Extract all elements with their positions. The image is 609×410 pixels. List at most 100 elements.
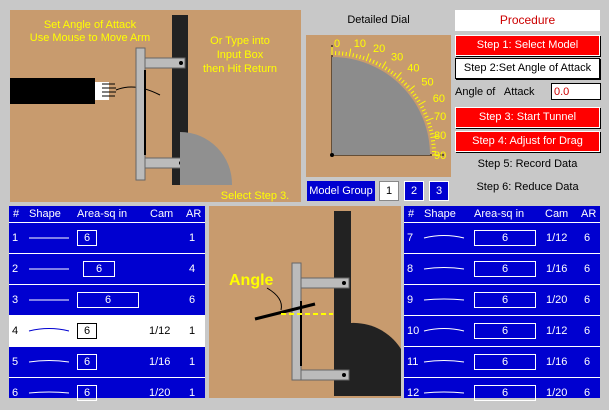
model-group-3-button[interactable]: 3 [429,181,449,201]
header-area: Area-sq in [474,208,525,220]
header-area: Area-sq in [77,208,128,220]
tunnel-apparatus[interactable] [10,10,301,202]
area-value: 6 [77,292,139,308]
dial-tick-label: 20 [373,43,385,55]
header-shape: Shape [29,208,61,220]
step3-start-tunnel-button[interactable]: Step 3: Start Tunnel [455,107,600,128]
table-row[interactable]: 7 6 1/12 6 [404,222,600,253]
step4-adjust-drag-button[interactable]: Step 4: Adjust for Drag [455,131,600,152]
table-row[interactable]: 8 6 1/16 6 [404,253,600,284]
tunnel-instruction-5: then Hit Return [203,63,277,75]
aspect-ratio-value: 1 [189,387,196,399]
tunnel-panel: Set Angle of Attack Use Mouse to Move Ar… [10,10,301,202]
camber-value: 1/12 [546,232,568,244]
header-cam: Cam [150,208,174,220]
angle-of-attack-input[interactable] [551,83,601,100]
aspect-ratio-value: 1 [189,232,196,244]
table-row[interactable]: 11 6 1/16 6 [404,346,600,377]
model-group-1-button[interactable]: 1 [379,181,399,201]
row-number: 11 [407,356,419,368]
area-value: 6 [77,354,97,370]
procedure-title: Procedure [455,10,600,31]
header-ar: AR [581,208,597,220]
row-number: 5 [12,356,19,368]
table-header: # Shape Area-sq in Cam AR [9,206,205,222]
dial-tick-label: 60 [433,93,445,105]
row-number: 9 [407,294,414,306]
step1-select-model-button[interactable]: Step 1: Select Model [455,35,600,56]
tunnel-instruction-3: Or Type into [210,35,270,47]
area-value: 6 [83,261,115,277]
row-number: 8 [407,263,414,275]
table-row[interactable]: 10 6 1/12 6 [404,315,600,346]
header-ar: AR [186,208,202,220]
row-number: 12 [407,387,420,399]
tunnel-instruction-2: Use Mouse to Move Arm [29,32,151,44]
area-value: 6 [474,261,536,277]
step2-set-angle-button[interactable]: Step 2:Set Angle of Attack [455,58,600,79]
row-number: 10 [407,325,420,337]
camber-value: 1/16 [149,356,171,368]
aspect-ratio-value: 6 [584,387,591,399]
camber-value: 1/16 [546,263,568,275]
dial-tick-label: 10 [354,38,366,50]
angle-of-attack-label: Angle of Attack [455,86,535,98]
aspect-ratio-value: 1 [189,325,196,337]
camber-value: 1/12 [149,325,171,337]
dial-tick-label: 70 [434,111,446,123]
model-group-2-button[interactable]: 2 [404,181,424,201]
area-value: 6 [474,230,536,246]
table-row[interactable]: 1 6 1 [9,222,205,253]
area-value: 6 [77,385,97,401]
model-table-right: # Shape Area-sq in Cam AR 7 6 1/12 6 8 6 1/16 6… [404,206,600,401]
camber-value: 1/12 [546,325,568,337]
table-row[interactable]: 12 6 1/20 6 [404,377,600,408]
camber-value: 1/20 [546,294,568,306]
header-shape: Shape [424,208,456,220]
aspect-ratio-value: 6 [584,232,591,244]
model-table-left: # Shape Area-sq in Cam AR 1 6 1 2 6 4 3 6 6 4 6 1/1… [9,206,205,401]
step5-record-data: Step 5: Record Data [477,158,578,170]
dial-tick-label: 80 [434,130,446,142]
area-value: 6 [474,323,536,339]
aspect-ratio-value: 6 [584,356,591,368]
dial-title: Detailed Dial [347,14,410,26]
camber-value: 1/16 [546,356,568,368]
header-cam: Cam [545,208,569,220]
area-value: 6 [474,385,536,401]
angle-diagram [254,211,401,396]
tunnel-instruction-4: Input Box [216,49,264,61]
aspect-ratio-value: 4 [189,263,196,275]
aspect-ratio-value: 1 [189,356,196,368]
dial-tick-label: 40 [407,63,419,75]
table-row[interactable]: 4 6 1/12 1 [9,315,205,346]
dial-tick-label: 0 [334,38,340,50]
angle-label: Angle [229,272,274,289]
table-row[interactable]: 5 6 1/16 1 [9,346,205,377]
aspect-ratio-value: 6 [584,263,591,275]
tunnel-status: Select Step 3. [220,190,290,202]
tunnel-instruction-1: Set Angle of Attack [43,19,137,31]
row-number: 7 [407,232,414,244]
model-group-label: Model Group [307,181,375,201]
area-value: 6 [474,354,536,370]
area-value: 6 [77,230,97,246]
area-value: 6 [77,323,97,339]
row-number: 4 [12,325,19,337]
row-number: 1 [12,232,19,244]
step6-reduce-data: Step 6: Reduce Data [476,181,579,193]
camber-value: 1/20 [546,387,568,399]
row-number: 3 [12,294,19,306]
camber-value: 1/20 [149,387,171,399]
table-row[interactable]: 2 6 4 [9,253,205,284]
dial-tick-label: 30 [391,51,403,63]
row-number: 2 [12,263,19,275]
aspect-ratio-value: 6 [584,325,591,337]
aspect-ratio-value: 6 [584,294,591,306]
header-num: # [408,208,415,220]
